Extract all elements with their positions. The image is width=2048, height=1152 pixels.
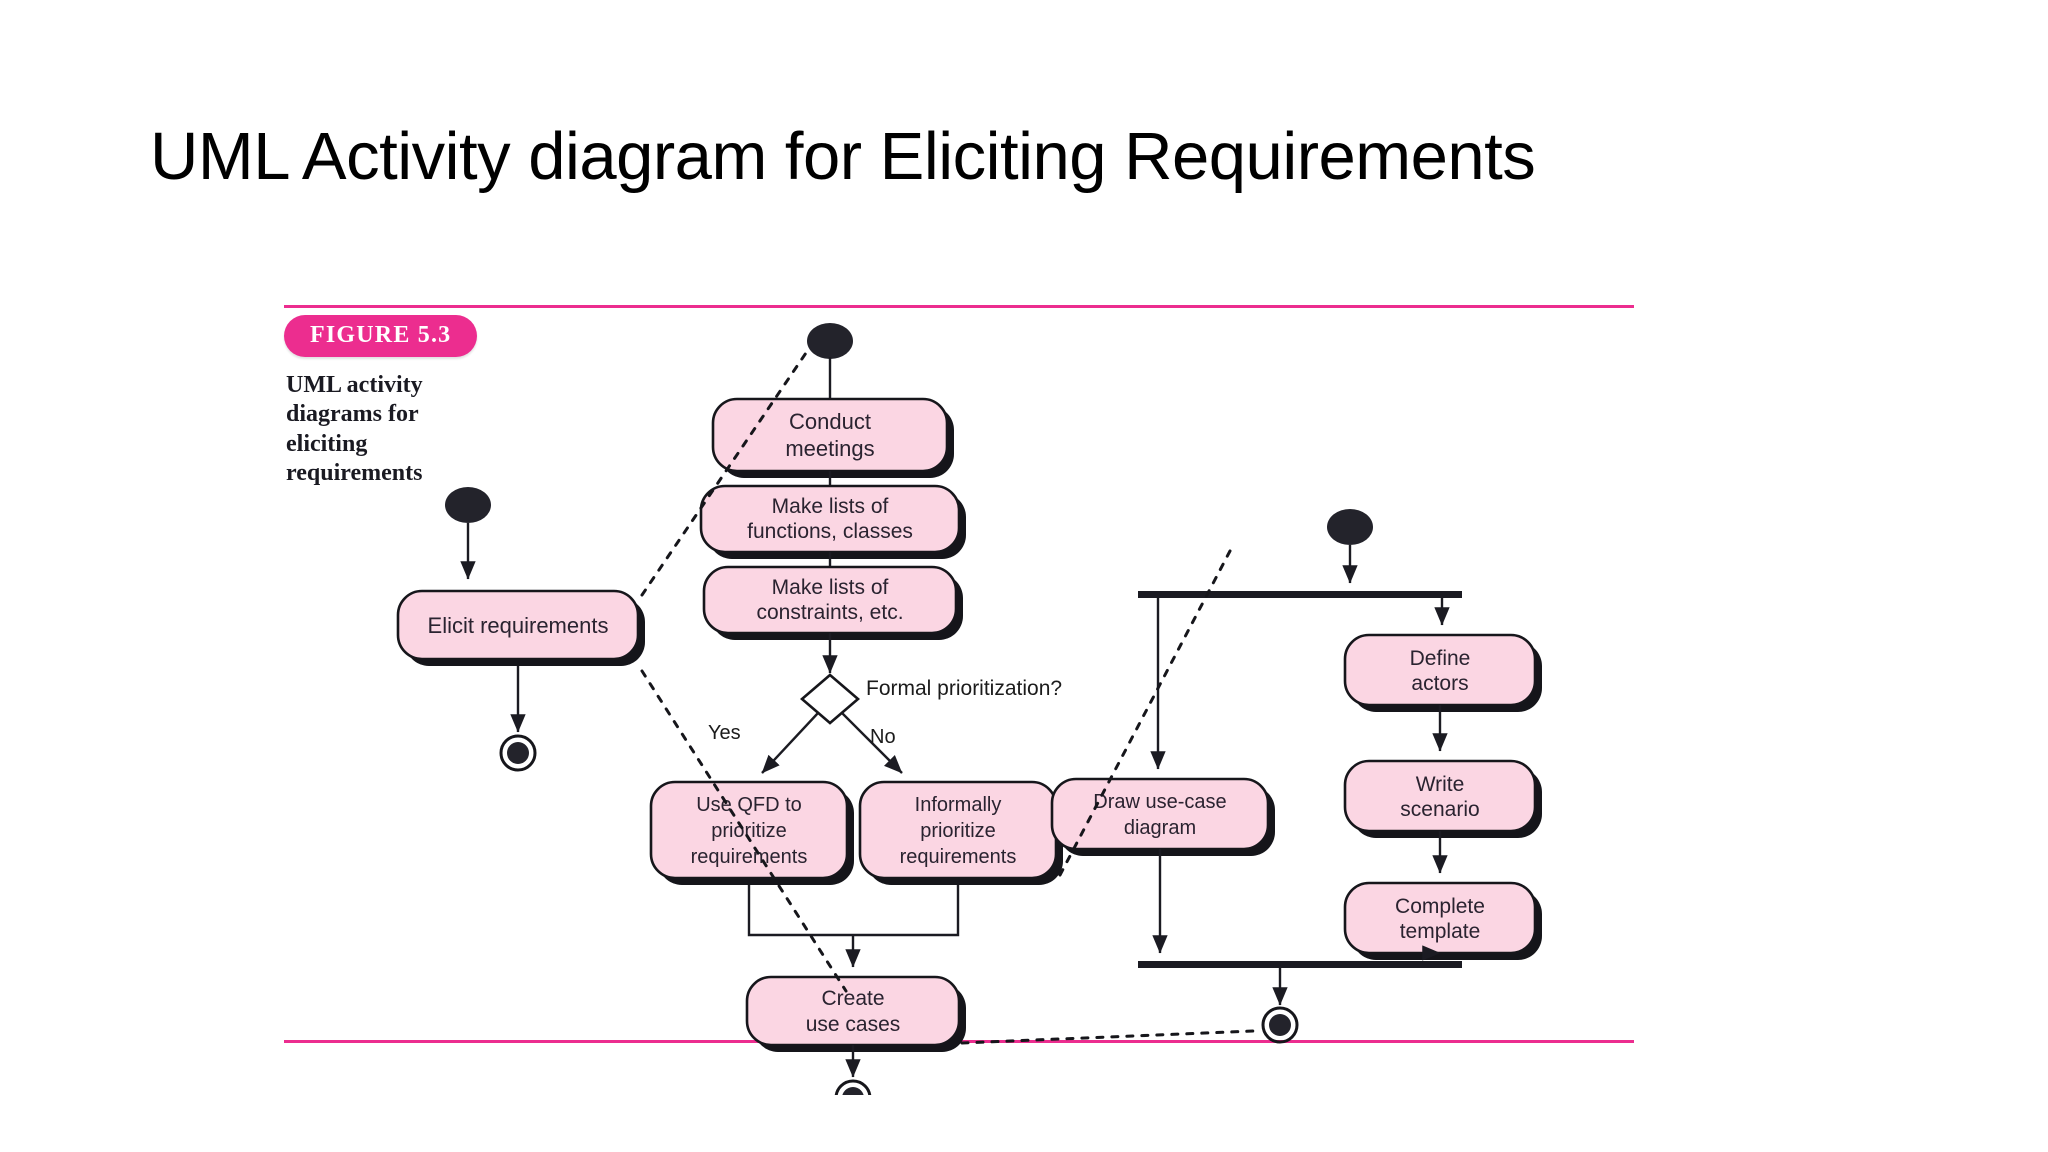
figure-block: FIGURE 5.3 UML activity diagrams for eli… <box>270 295 1650 1055</box>
page-title: UML Activity diagram for Eliciting Requi… <box>150 119 1536 194</box>
action-label-line-1: Write <box>1416 773 1465 796</box>
action-make-lists-functions[interactable]: Make lists of functions, classes <box>699 484 966 559</box>
node-body <box>1343 881 1537 955</box>
action-make-lists-constraints[interactable]: Make lists of constraints, etc. <box>702 565 963 640</box>
action-label-line-2: use cases <box>806 1013 901 1036</box>
refinement-link-elicit-to-create <box>640 669 848 993</box>
refinement-link-create-to-detail <box>960 1029 1256 1045</box>
action-informally-prioritize[interactable]: Informally prioritize requirements <box>858 780 1063 885</box>
action-label-line-2: prioritize <box>711 820 787 842</box>
action-label-line-2: template <box>1400 920 1481 943</box>
action-label-line-2: actors <box>1411 672 1468 695</box>
action-complete-template[interactable]: Complete template <box>1343 881 1542 960</box>
action-label-line-1: Define <box>1410 647 1471 670</box>
action-label-line-1: Create <box>821 987 884 1010</box>
lane-usecase-detail: Define actors Draw use-case diagram Writ… <box>1050 509 1542 1044</box>
action-label-line-1: Draw use-case <box>1093 791 1226 813</box>
action-label-line-2: prioritize <box>920 820 996 842</box>
final-node-create-outer <box>834 1079 872 1095</box>
action-label-line-3: requirements <box>900 846 1017 868</box>
initial-node-create <box>807 323 853 359</box>
guard-label-yes: Yes <box>708 722 741 744</box>
action-label-line-1: Informally <box>915 794 1002 816</box>
action-label-line-1: Conduct <box>789 409 871 434</box>
final-node-detail <box>1261 1006 1299 1044</box>
action-write-scenario[interactable]: Write scenario <box>1343 759 1542 838</box>
fork-bar <box>1138 591 1462 598</box>
action-label-line-2: meetings <box>785 436 874 461</box>
initial-node-detail <box>1327 509 1373 545</box>
refinement-link-prioritize-to-fork <box>1058 549 1232 877</box>
action-label-line-2: diagram <box>1124 817 1196 839</box>
edge-decision-no <box>841 712 903 774</box>
activity-diagram-canvas: Elicit requirements Conduct meetings <box>396 323 1542 1052</box>
refinement-links <box>640 345 1256 1045</box>
action-label-line-1: Make lists of <box>772 495 889 518</box>
lane-elicit: Elicit requirements <box>396 487 645 772</box>
action-label-line-1: Make lists of <box>772 576 889 599</box>
action-define-actors[interactable]: Define actors <box>1343 633 1542 712</box>
edge-decision-yes <box>761 712 819 774</box>
final-node-elicit <box>499 734 537 772</box>
figure-number-badge: FIGURE 5.3 <box>284 315 478 357</box>
decision-formal-prioritization[interactable] <box>800 673 860 725</box>
node-body <box>649 780 849 880</box>
action-label: Elicit requirements <box>428 613 609 638</box>
guard-label-no: No <box>870 726 896 748</box>
action-label-line-2: scenario <box>1400 798 1479 821</box>
action-label-line-3: requirements <box>691 846 808 868</box>
figure-caption: UML activity diagrams for eliciting requ… <box>286 372 423 486</box>
initial-node-elicit <box>445 487 491 523</box>
action-elicit-requirements[interactable]: Elicit requirements <box>396 589 645 666</box>
decision-diamond <box>800 673 860 725</box>
final-node-create-inner <box>842 1087 864 1095</box>
lane-usecase-creation: Conduct meetings Make lists of functions… <box>649 323 1063 1052</box>
node-body <box>396 589 640 661</box>
action-label-line-1: Use QFD to <box>696 794 802 816</box>
action-label-line-2: functions, classes <box>747 520 913 543</box>
action-conduct-meetings[interactable]: Conduct meetings <box>711 397 954 478</box>
action-label-line-1: Complete <box>1395 895 1485 918</box>
merge-prioritize-branches <box>747 885 960 968</box>
figure-top-rule <box>284 305 1634 308</box>
action-label-line-2: constraints, etc. <box>756 601 903 624</box>
refinement-link-elicit-to-conduct <box>640 345 812 597</box>
action-draw-use-case-diagram[interactable]: Draw use-case diagram <box>1050 777 1275 856</box>
action-create-use-cases[interactable]: Create use cases <box>745 975 966 1052</box>
join-bar <box>1138 961 1462 968</box>
decision-question-label: Formal prioritization? <box>866 677 1062 700</box>
action-use-qfd-prioritize[interactable]: Use QFD to prioritize requirements <box>649 780 854 885</box>
